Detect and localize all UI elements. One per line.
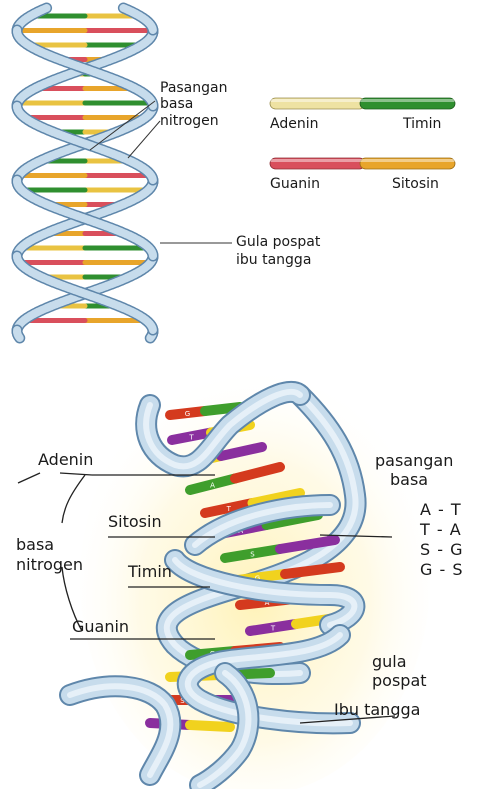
- pair-a-t: A - T: [420, 500, 462, 519]
- dna-helix-illustration: [0, 0, 489, 345]
- label-basa: basa: [16, 535, 54, 554]
- label-sitosin: Sitosin: [108, 512, 162, 531]
- label-ibu-tangga: ibu tangga: [236, 252, 311, 269]
- label-pospat: pospat: [372, 671, 427, 690]
- legend-label-timin: Timin: [403, 116, 441, 133]
- legend-label-sitosin: Sitosin: [392, 176, 439, 193]
- label-timin: Timin: [128, 562, 172, 581]
- pair-s-g: S - G: [420, 540, 464, 559]
- double-helix-diagram-top: Pasangan basa nitrogen Adenin Timin Guan…: [0, 0, 489, 345]
- legend-label-guanin: Guanin: [270, 176, 320, 193]
- label-guanin: Guanin: [72, 617, 129, 636]
- rung-letter: S: [250, 551, 255, 559]
- label-pasangan: pasangan: [375, 451, 453, 470]
- legend-bar-adenine-thymine: [270, 98, 455, 109]
- label-gula-pospat: Gula pospat: [236, 234, 320, 251]
- pair-t-a: T - A: [420, 520, 462, 539]
- label-pasangan: Pasangan: [160, 80, 227, 97]
- pair-g-s: G - S: [420, 560, 464, 579]
- leader-line-base-pair: [90, 101, 155, 150]
- legend-label-adenin: Adenin: [270, 116, 318, 133]
- rung-letter: T: [188, 433, 194, 441]
- label-basa-right: basa: [390, 470, 428, 489]
- label-ibu-tangga: Ibu tangga: [334, 700, 420, 719]
- label-adenin: Adenin: [38, 450, 93, 469]
- rung-letter: T: [270, 625, 276, 633]
- label-nitrogen: nitrogen: [16, 555, 83, 574]
- label-nitrogen: nitrogen: [160, 113, 219, 130]
- leader-basa-nitrogen: [18, 473, 40, 483]
- rung-letter: G: [185, 410, 190, 418]
- rung-letter: A: [210, 481, 215, 489]
- label-gula: gula: [372, 652, 407, 671]
- legend-bar-guanine-cytosine: [270, 158, 455, 169]
- label-basa: basa: [160, 96, 193, 113]
